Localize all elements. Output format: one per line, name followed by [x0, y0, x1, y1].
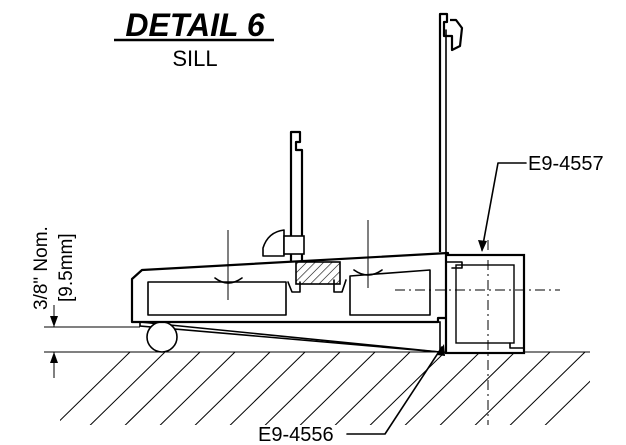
callout-lower-leader: [346, 346, 443, 435]
callout-lower: E9-4556: [258, 344, 445, 445]
sill-right-chamber: [349, 269, 431, 316]
tube-inner: [455, 264, 515, 344]
inner-frame: [262, 130, 305, 262]
sill-left-chamber: [147, 281, 287, 316]
sill-wedge: [139, 321, 441, 353]
dimension-arrowhead-bottom: [50, 352, 58, 363]
backer-rod: [146, 321, 178, 353]
inner-clip: [283, 235, 305, 255]
callout-lower-label: E9-4556: [258, 424, 334, 445]
dimension-arrowhead-top: [50, 316, 58, 327]
tube-profile: [395, 240, 560, 425]
thermal-break-block: [295, 261, 341, 285]
tube-bottom-lip: [509, 342, 525, 349]
callout-upper-arrowhead: [478, 240, 487, 252]
detail-title: DETAIL 6: [125, 7, 264, 43]
tube-top-lip: [445, 261, 463, 269]
sill-center-channel: [287, 279, 347, 293]
outer-frame: [438, 12, 464, 253]
dimension-metric-text: [9.5mm]: [56, 233, 77, 302]
callout-upper-label: E9-4557: [528, 153, 604, 175]
title-block: DETAIL 6 SILL: [114, 7, 274, 71]
inner-frame-profile: [289, 130, 304, 262]
outer-frame-top-hook: [438, 12, 464, 252]
tube-outer: [444, 253, 526, 355]
sill-outer-profile: [130, 251, 460, 324]
callout-upper-leader: [481, 162, 527, 251]
callout-lower-arrowhead: [437, 344, 445, 356]
callout-upper: E9-4557: [478, 153, 604, 252]
dimension-nominal-text: 3/8" Nom.: [31, 226, 52, 310]
inner-weatherstrip: [262, 229, 285, 257]
wedge-diagonal: [139, 321, 441, 353]
thermal-break: [295, 261, 341, 285]
detail-subtitle: SILL: [172, 46, 217, 71]
dimension-annotation: 3/8" Nom. [9.5mm]: [31, 226, 140, 378]
